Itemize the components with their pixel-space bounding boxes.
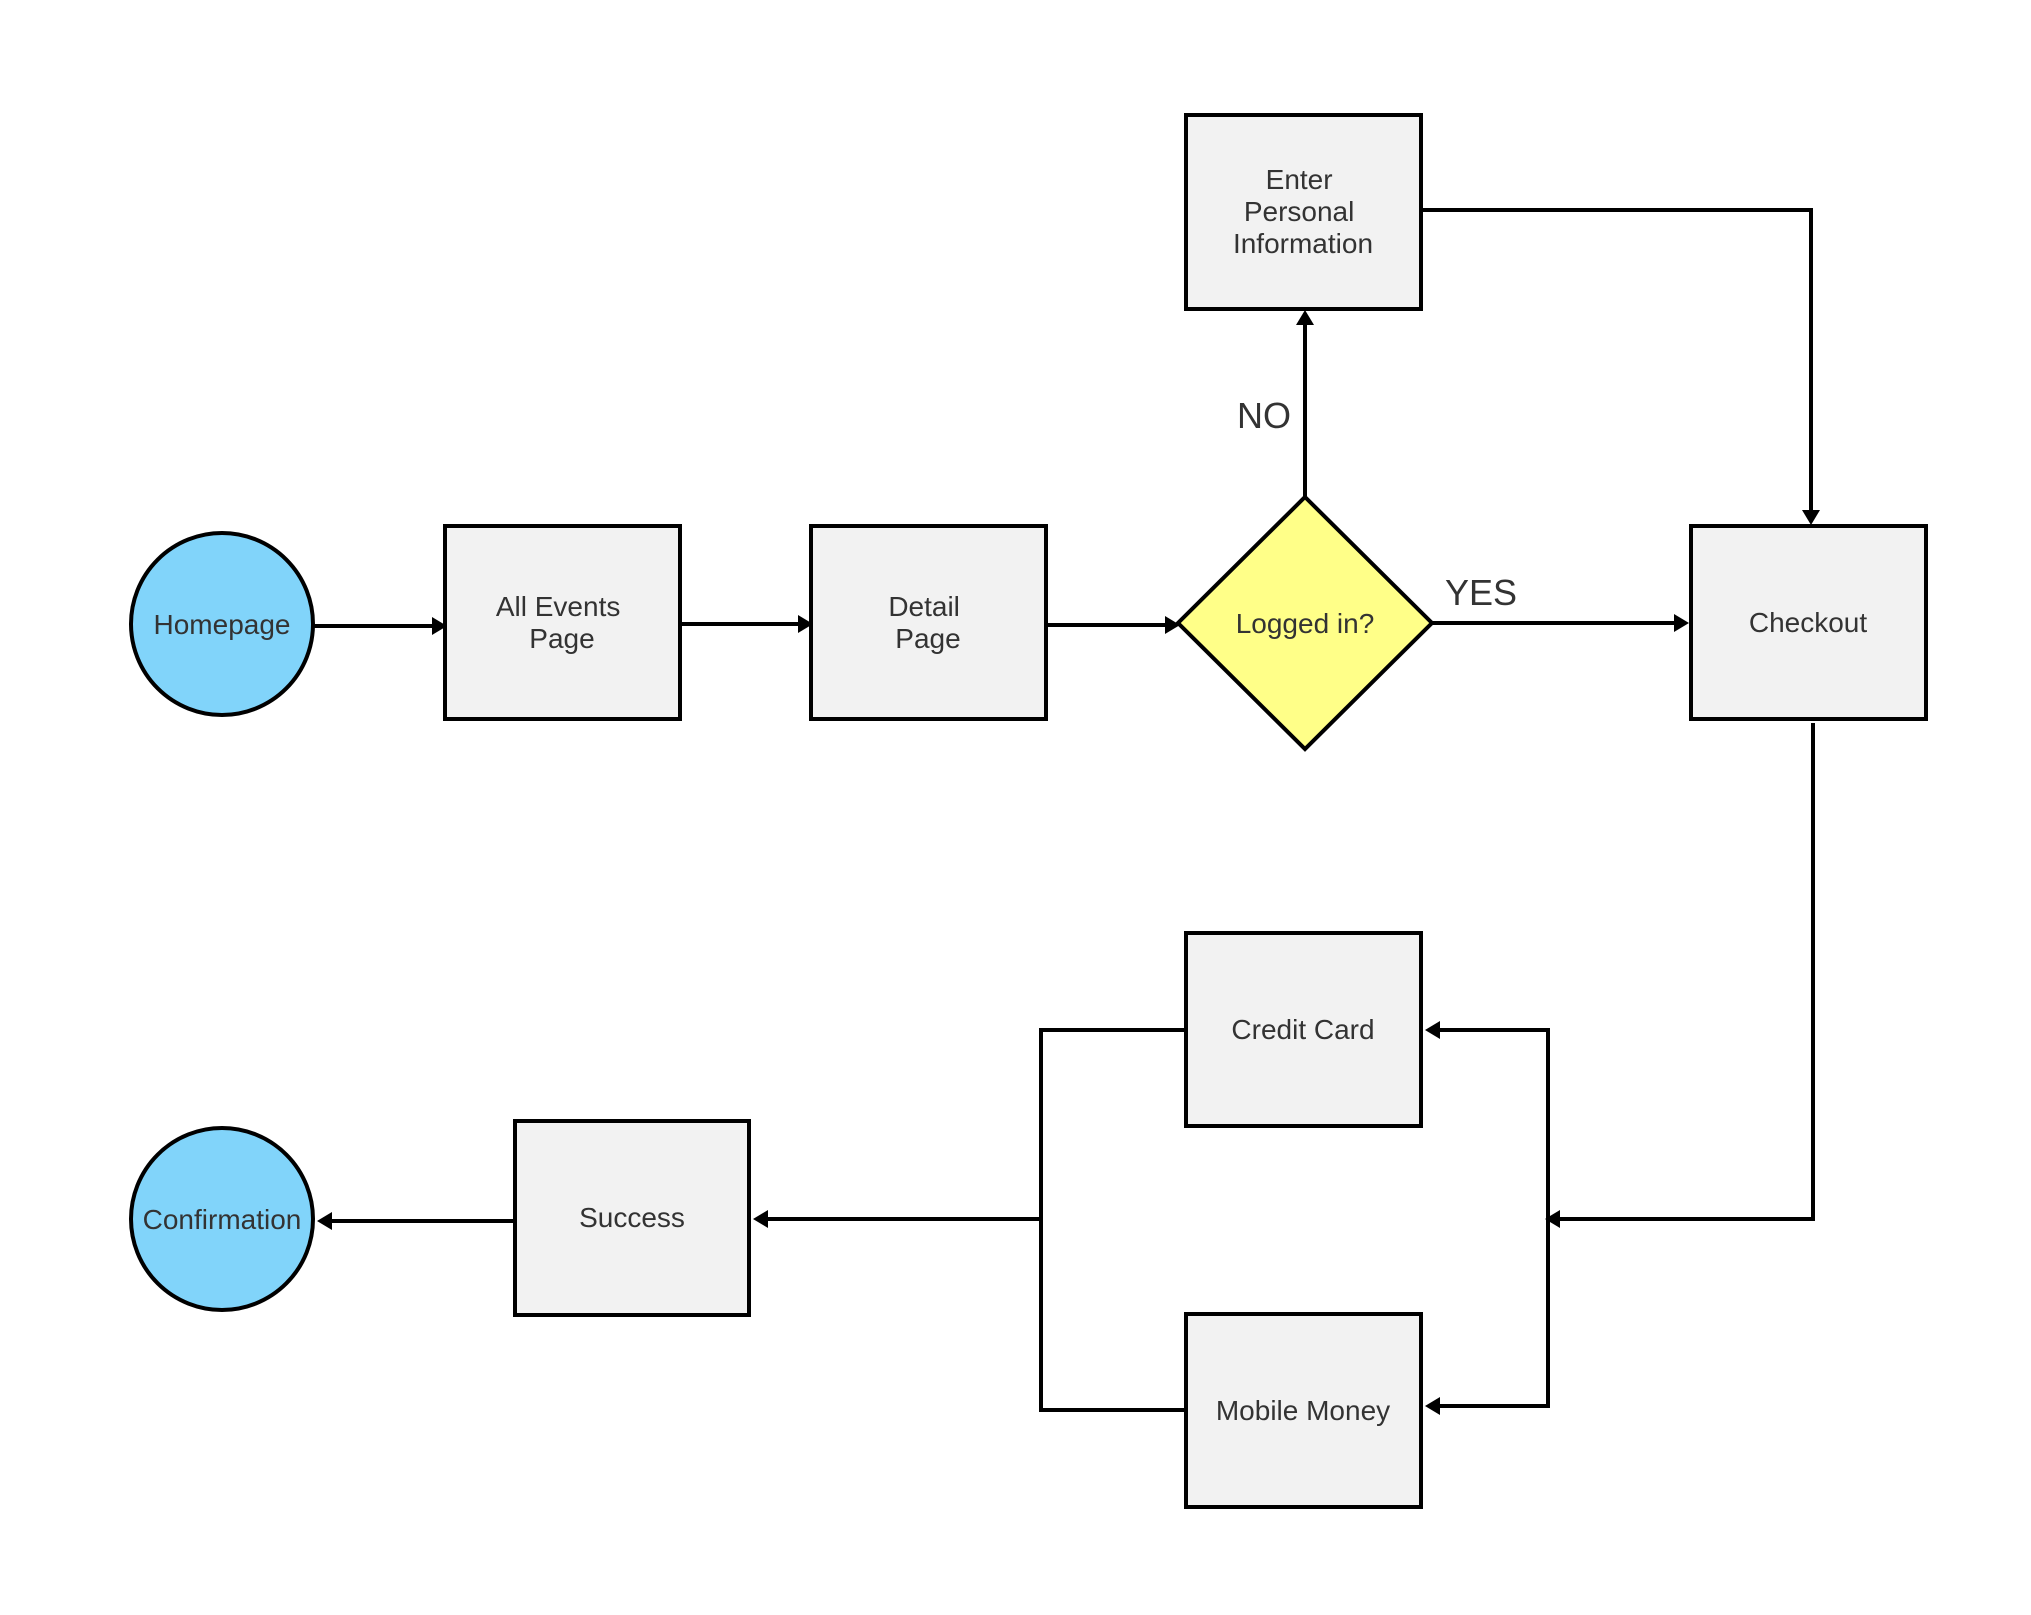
success-label: Success <box>579 1202 685 1233</box>
arrowhead-confirmation <box>317 1212 332 1230</box>
all-events-box <box>443 524 682 721</box>
personal-info-label: Enter Personal Information <box>1233 164 1373 259</box>
personal-info-box <box>1184 113 1423 311</box>
node-logged-in-decision: Logged in? <box>1175 494 1435 752</box>
node-confirmation: Confirmation <box>129 1126 315 1312</box>
arrowhead-checkout <box>1674 614 1689 632</box>
arrowhead-all-events <box>432 617 447 635</box>
arrowhead-checkout-top <box>1802 510 1820 525</box>
arrowhead-detail <box>798 615 813 633</box>
edge-split-to-credit-card <box>1440 1028 1550 1406</box>
node-credit-card: Credit Card <box>1184 931 1423 1128</box>
logged-in-diamond <box>1175 494 1435 752</box>
edge-split-to-mobile-money <box>1440 1200 1550 1408</box>
detail-label: Detail Page <box>888 591 967 654</box>
mobile-money-label: Mobile Money <box>1216 1395 1390 1426</box>
node-mobile-money: Mobile Money <box>1184 1312 1423 1509</box>
arrowhead-mobile-money <box>1425 1397 1440 1415</box>
edge-credit-card-to-merge <box>1039 1028 1186 1412</box>
personal-info-label-line: Enter <box>1266 164 1333 195</box>
edge-checkout-to-payment <box>1560 723 1815 1221</box>
node-personal-information: Enter Personal Information <box>1184 113 1423 311</box>
arrowhead-success <box>753 1210 768 1228</box>
arrowhead-personal-info <box>1296 310 1314 325</box>
detail-box <box>809 524 1048 721</box>
arrowhead-credit-card <box>1425 1021 1440 1039</box>
node-detail-page: Detail Page <box>809 524 1048 721</box>
confirmation-circle <box>129 1126 315 1312</box>
node-success: Success <box>513 1119 751 1317</box>
detail-label-line: Page <box>895 623 960 654</box>
nodes: Homepage All Events Page Detail Page Log… <box>129 113 1928 1509</box>
credit-card-label: Credit Card <box>1231 1014 1374 1045</box>
detail-label-line: Detail <box>888 591 960 622</box>
checkout-label: Checkout <box>1749 607 1868 638</box>
personal-info-label-line: Information <box>1233 228 1373 259</box>
all-events-label: All Events Page <box>496 591 628 654</box>
all-events-label-line: All Events <box>496 591 621 622</box>
arrowhead-logged-in <box>1165 616 1180 634</box>
node-homepage: Homepage <box>129 531 315 717</box>
mobile-money-box <box>1184 1312 1423 1509</box>
checkout-box <box>1689 524 1928 721</box>
logged-in-label: Logged in? <box>1236 608 1375 639</box>
arrowhead-payment-split <box>1545 1210 1560 1228</box>
confirmation-label: Confirmation <box>143 1204 302 1235</box>
homepage-circle <box>129 531 315 717</box>
all-events-label-line: Page <box>529 623 594 654</box>
homepage-label: Homepage <box>154 609 291 640</box>
edge-label-no: NO <box>1237 395 1291 436</box>
edge-label-yes: YES <box>1445 572 1517 613</box>
edge-personal-info-to-checkout <box>1422 208 1813 510</box>
node-checkout: Checkout <box>1689 524 1928 721</box>
success-box <box>513 1119 751 1317</box>
edges: NO YES <box>314 208 1820 1415</box>
node-all-events-page: All Events Page <box>443 524 682 721</box>
personal-info-label-line: Personal <box>1244 196 1355 227</box>
credit-card-box <box>1184 931 1423 1128</box>
